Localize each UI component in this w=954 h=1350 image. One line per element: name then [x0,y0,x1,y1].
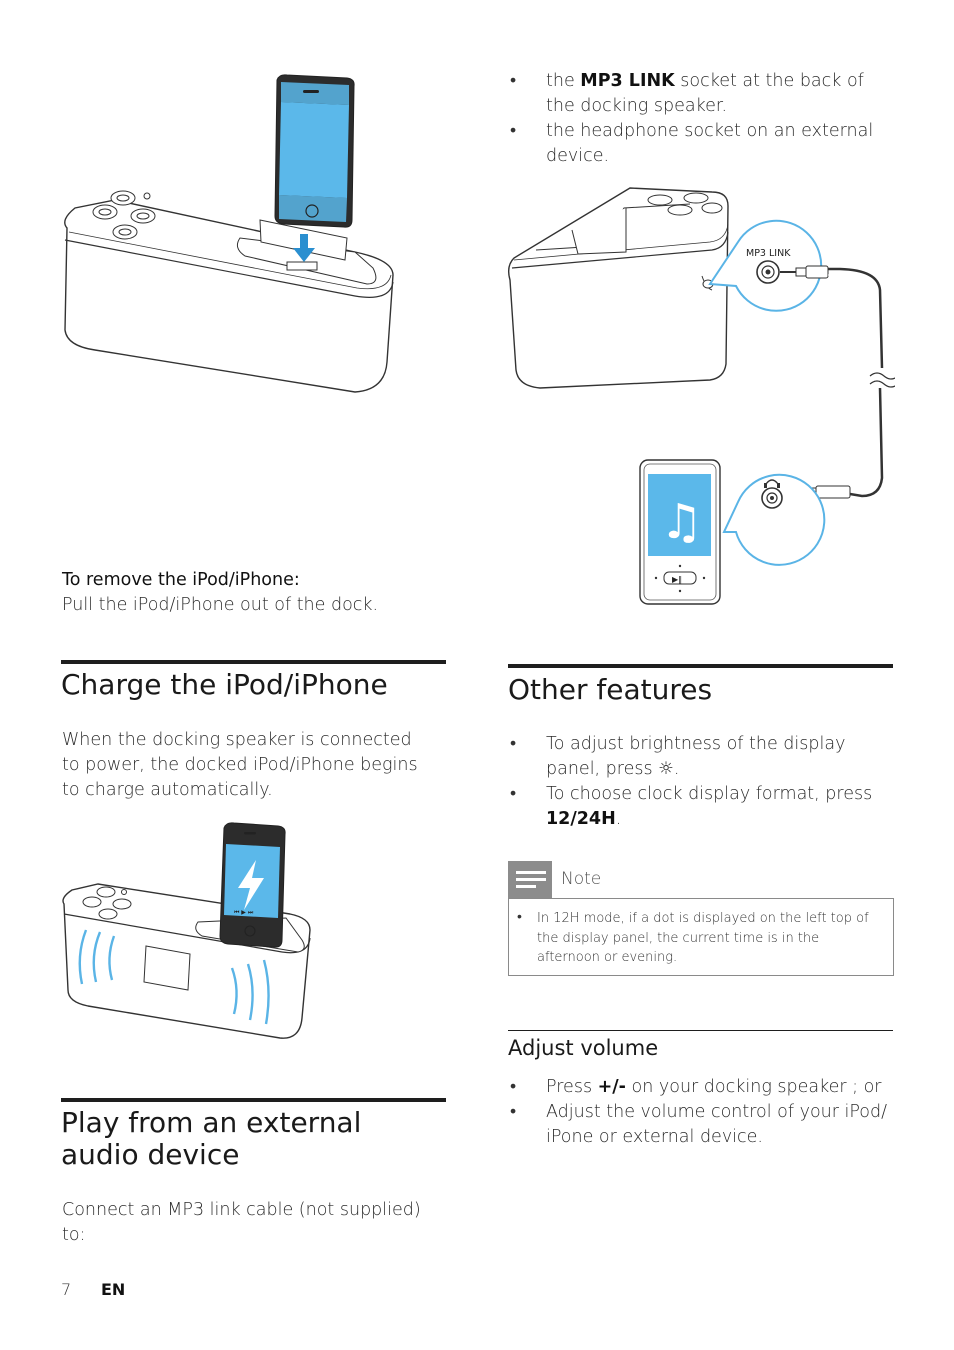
mp3-link-bold: MP3 LINK [580,71,675,91]
brightness-icon: ☼ [658,759,674,779]
remove-heading: To remove the iPod/iPhone: [62,570,300,590]
media-controls-icon: ⏮ ▶ ⏭ [234,909,254,916]
mp3-link-label: MP3 LINK [746,248,791,259]
note-box: In 12H mode, if a dot is displayed on th… [508,898,894,976]
subsection-rule [508,1030,893,1031]
charging-speaker-illustration: ⏮ ▶ ⏭ [62,822,311,1039]
list-item: the headphone socket on an external devi… [508,119,888,169]
volume-title: Adjust volume [508,1036,659,1060]
mp3-link-connection-illustration: MP3 LINK ♫ ▶‖ [507,187,895,605]
volume-bullet-list: Press +/- on your docking speaker ; or A… [508,1075,888,1150]
charge-title: Charge the iPod/iPhone [61,668,388,701]
charge-text: When the docking speaker is connected to… [62,730,418,800]
clock-format-key: 12/24H [546,809,616,829]
note-icon [508,861,552,898]
list-item: To adjust brightness of the display pane… [508,732,893,782]
note-label: Note [561,869,602,889]
section-rule [508,664,893,668]
list-item: To choose clock display format, press 12… [508,782,893,832]
play-pause-icon: ▶‖ [672,575,682,584]
remove-instructions: To remove the iPod/iPhone: Pull the iPod… [62,568,442,618]
page-number: 7 [61,1280,72,1299]
external-bullet-list: the MP3 LINK socket at the back of the d… [508,69,888,169]
external-title: Play from an external audio device [61,1106,362,1171]
list-item: the MP3 LINK socket at the back of the d… [508,69,888,119]
list-item: Adjust the volume control of your iPod/ … [508,1100,888,1150]
music-note-icon: ♫ [660,494,703,550]
remove-text: Pull the iPod/iPhone out of the dock. [62,595,379,615]
other-bullet-list: To adjust brightness of the display pane… [508,732,893,832]
other-title: Other features [508,673,713,706]
note-text: In 12H mode, if a dot is displayed on th… [509,908,877,968]
volume-key: +/- [597,1077,626,1097]
speaker-dock-insert-illustration [64,74,394,393]
language-code: EN [101,1280,126,1299]
section-rule [61,660,446,664]
external-text: Connect an MP3 link cable (not supplied)… [62,1200,421,1245]
list-item: Press +/- on your docking speaker ; or [508,1075,888,1100]
section-rule [61,1098,446,1102]
